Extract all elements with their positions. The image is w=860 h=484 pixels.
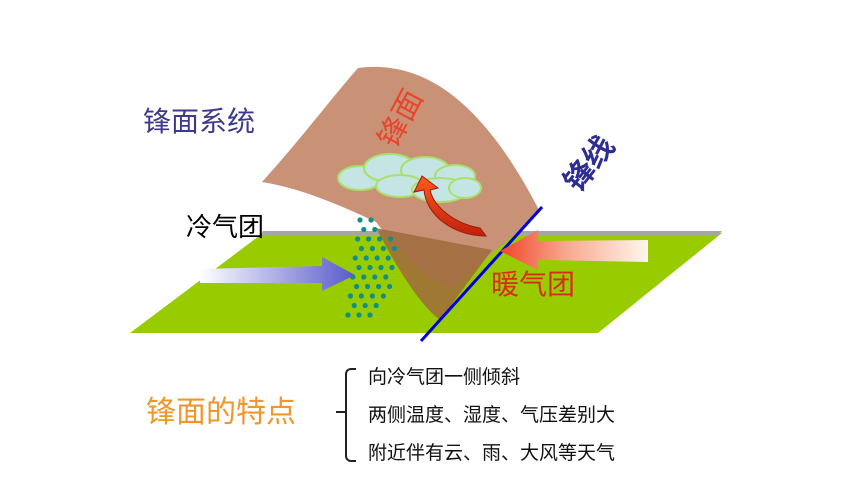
- precipitation-dot: [378, 264, 384, 271]
- brace-icon: [345, 368, 356, 462]
- precipitation-dot: [389, 264, 395, 271]
- precipitation-dot: [373, 302, 379, 309]
- precipitation-dots: [345, 217, 397, 318]
- precipitation-dot: [367, 312, 373, 318]
- precipitation-dot: [374, 255, 380, 261]
- cold-air-arrow: [200, 257, 355, 291]
- precipitation-dot: [351, 302, 357, 309]
- system-title: 锋面系统: [143, 105, 256, 138]
- precipitation-dot: [380, 245, 386, 252]
- precipitation-dot: [372, 226, 378, 233]
- precipitation-dot: [357, 217, 363, 223]
- feature-item-difference: 两侧温度、湿度、气压差别大: [368, 404, 616, 426]
- precipitation-dot: [383, 274, 389, 280]
- precipitation-dot: [361, 226, 367, 233]
- precipitation-dot: [391, 245, 397, 252]
- precipitation-dot: [369, 293, 375, 299]
- precipitation-dot: [347, 293, 353, 299]
- precipitation-dot: [368, 217, 374, 223]
- precipitation-dot: [362, 302, 368, 309]
- front-line: [419, 205, 544, 343]
- precipitation-dot: [388, 236, 394, 242]
- precipitation-dot: [376, 283, 382, 290]
- precipitation-dot: [387, 283, 393, 290]
- features-title: 锋面的特点: [146, 395, 296, 430]
- cold-air-label: 冷气团: [186, 213, 265, 243]
- rising-air-arrow: [413, 175, 488, 237]
- precipitation-dot: [352, 255, 358, 261]
- precipitation-dot: [358, 245, 364, 252]
- precipitation-dot: [355, 236, 361, 242]
- feature-item-tilt: 向冷气团一侧倾斜: [368, 366, 521, 388]
- precipitation-dot: [372, 274, 378, 280]
- precipitation-dot: [354, 283, 360, 290]
- front-underside: [376, 228, 492, 320]
- feature-item-weather: 附近伴有云、雨、大风等天气: [368, 442, 616, 464]
- precipitation-dot: [365, 283, 371, 290]
- precipitation-dot: [358, 293, 364, 299]
- precipitation-dot: [367, 264, 373, 271]
- precipitation-dot: [366, 236, 372, 242]
- precipitation-dot: [385, 255, 391, 261]
- brace-tip: [336, 411, 345, 413]
- precipitation-dot: [377, 236, 383, 242]
- warm-air-arrow: [500, 230, 648, 270]
- precipitation-dot: [361, 274, 367, 280]
- precipitation-dot: [345, 312, 351, 318]
- warm-air-label: 暖气团: [491, 268, 576, 301]
- precipitation-dot: [356, 264, 362, 271]
- precipitation-dot: [380, 293, 386, 299]
- precipitation-dot: [356, 312, 362, 318]
- precipitation-dot: [363, 255, 369, 261]
- precipitation-dot: [369, 245, 375, 252]
